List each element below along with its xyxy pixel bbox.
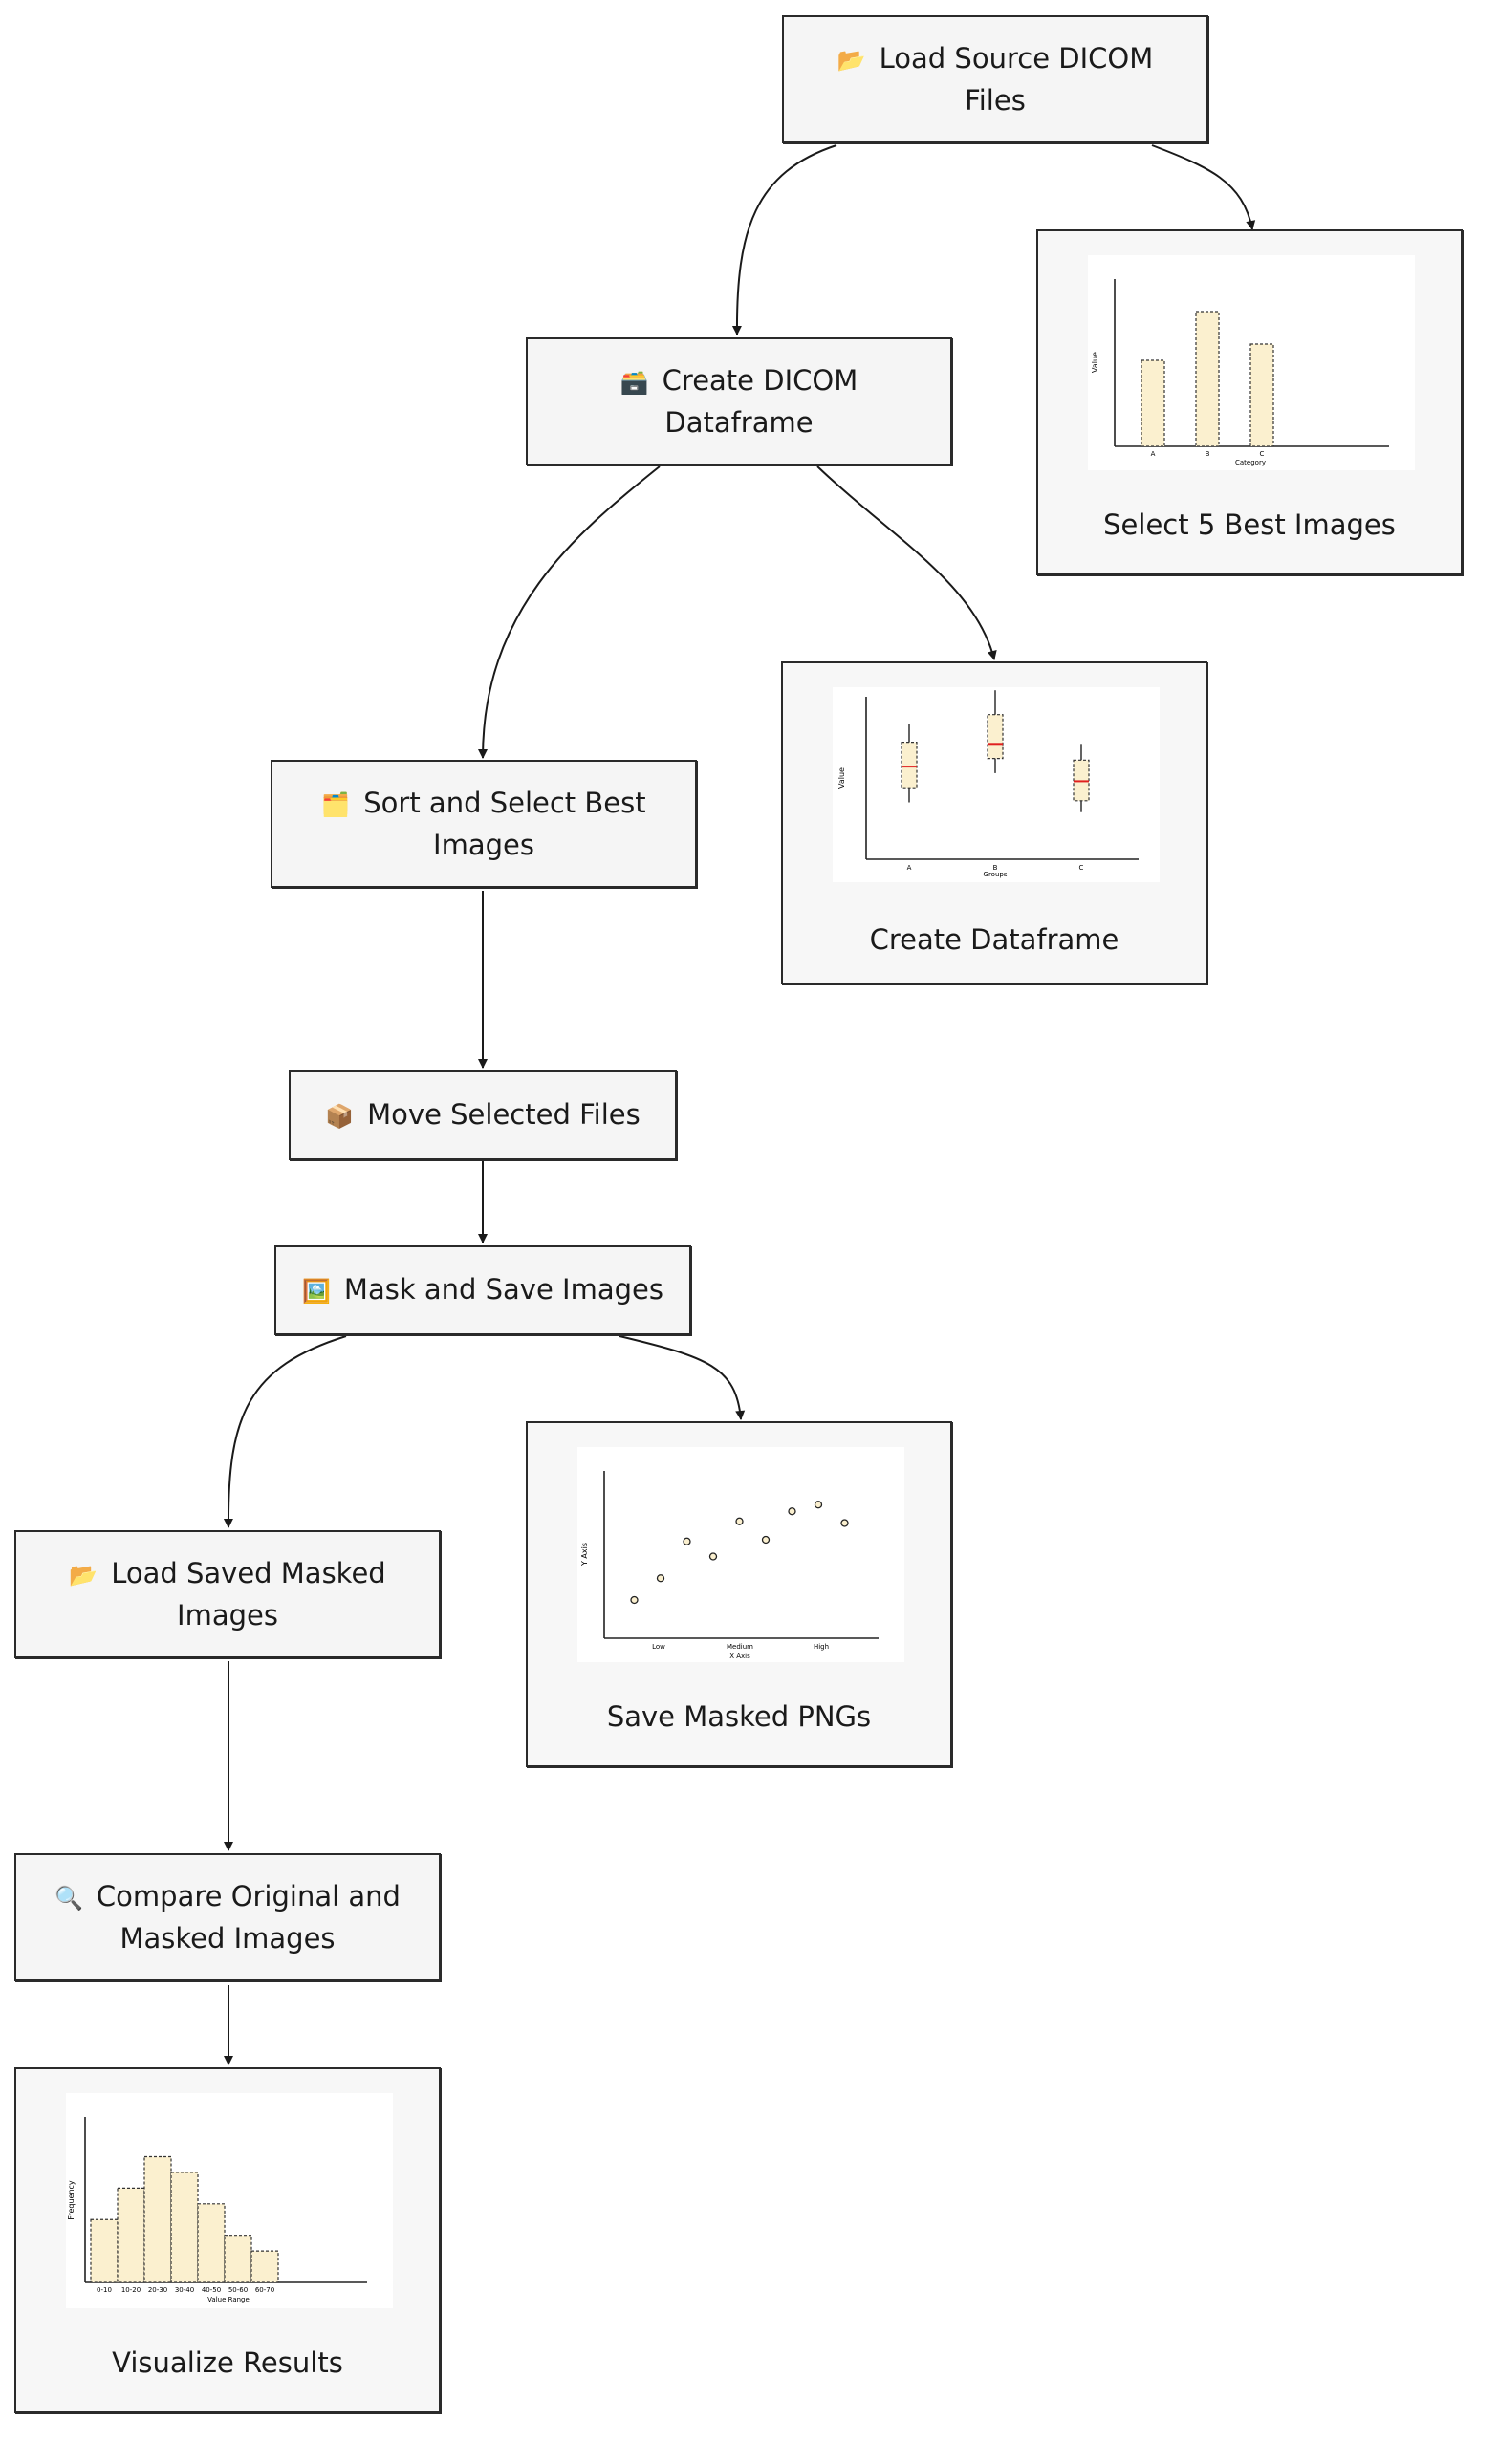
x-axis-label: X Axis bbox=[729, 1653, 750, 1660]
y-axis-label: Value bbox=[837, 767, 846, 789]
framed-picture-icon: 🖼️ bbox=[302, 1278, 331, 1305]
card-index-dividers-icon: 🗂️ bbox=[321, 791, 351, 818]
node-label-line1: Compare Original and bbox=[96, 1880, 401, 1913]
scatter-point bbox=[708, 1552, 718, 1561]
x-tick-label: A bbox=[907, 864, 912, 872]
magnifier-icon: 🔍 bbox=[54, 1885, 83, 1912]
edge-mask-to-loadmasked bbox=[223, 1335, 347, 1528]
box-plot: A B C Groups Value bbox=[837, 690, 1139, 878]
node-label-line1: Sort and Select Best bbox=[363, 787, 646, 819]
scatter-point bbox=[656, 1574, 665, 1583]
card-caption: Visualize Results bbox=[112, 2346, 343, 2379]
histogram-bar bbox=[224, 2235, 252, 2283]
node-label-line2: Masked Images bbox=[119, 1922, 336, 1955]
node-label-line1: Load Source DICOM bbox=[879, 42, 1154, 75]
folder-icon: 📂 bbox=[836, 47, 866, 74]
x-tick-label: 0-10 bbox=[97, 2286, 112, 2294]
card-caption: Create Dataframe bbox=[869, 923, 1119, 956]
node-label-line1: Create DICOM bbox=[662, 364, 858, 397]
box bbox=[987, 714, 1004, 760]
y-axis-label: Value bbox=[1091, 352, 1099, 373]
histogram-bar bbox=[197, 2203, 226, 2283]
x-tick-label: C bbox=[1260, 450, 1265, 458]
x-tick-label: 10-20 bbox=[121, 2286, 141, 2294]
histogram-bar bbox=[170, 2172, 199, 2283]
scatter-point bbox=[630, 1595, 639, 1605]
node-label-line2: Images bbox=[433, 829, 534, 861]
box bbox=[901, 741, 918, 789]
node-move-selected-files: 📦 Move Selected Files bbox=[289, 1070, 677, 1160]
histogram-bar bbox=[117, 2187, 145, 2283]
x-tick-label: Medium bbox=[727, 1643, 753, 1651]
histogram-chart: 0-10 10-20 20-30 30-40 40-50 50-60 60-70Value … bbox=[67, 2117, 367, 2303]
x-tick-label: 60-70 bbox=[255, 2286, 274, 2294]
scatter-point bbox=[761, 1535, 771, 1545]
package-icon: 📦 bbox=[325, 1103, 355, 1130]
chart-panel: A B C Groups Value bbox=[833, 687, 1160, 882]
folder-icon: 📂 bbox=[69, 1562, 98, 1589]
node-load-source-dicom: 📂 Load Source DICOM Files bbox=[782, 15, 1208, 143]
bar bbox=[1249, 343, 1274, 447]
node-label-line1: Move Selected Files bbox=[367, 1098, 641, 1131]
node-create-dicom-dataframe: 🗃️ Create DICOM Dataframe bbox=[526, 337, 952, 465]
card-caption: Select 5 Best Images bbox=[1103, 508, 1396, 541]
x-axis-label: Category bbox=[1235, 459, 1266, 466]
card-create-dataframe: A B C Groups Value Create Dataframe bbox=[781, 661, 1207, 984]
histogram-bar bbox=[250, 2250, 279, 2283]
x-tick-label: B bbox=[993, 864, 998, 872]
x-tick-label: 30-40 bbox=[175, 2286, 194, 2294]
y-axis-label: Y Axis bbox=[580, 1543, 589, 1567]
card-file-box-icon: 🗃️ bbox=[619, 369, 649, 396]
x-tick-label: A bbox=[1151, 450, 1156, 458]
node-label-line1: Load Saved Masked bbox=[111, 1557, 386, 1589]
edge-createdf-to-card bbox=[816, 465, 997, 660]
node-label-line2: Dataframe bbox=[664, 406, 814, 439]
histogram-bar bbox=[90, 2218, 119, 2283]
x-tick-label: C bbox=[1079, 864, 1084, 872]
edge-createdf-to-sort bbox=[478, 465, 661, 759]
x-tick-label: 50-60 bbox=[228, 2286, 248, 2294]
histogram-bar bbox=[143, 2155, 172, 2283]
chart-panel: Low Medium High X Axis Y Axis bbox=[577, 1447, 904, 1662]
x-tick-label: 40-50 bbox=[202, 2286, 221, 2294]
x-axis-label: Value Range bbox=[207, 2296, 250, 2303]
scatter-chart: Low Medium High X Axis Y Axis bbox=[580, 1471, 879, 1660]
x-tick-label: B bbox=[1206, 450, 1210, 458]
bar bbox=[1141, 359, 1165, 447]
node-label-line2: Images bbox=[177, 1599, 278, 1632]
x-tick-label: Low bbox=[652, 1643, 665, 1651]
scatter-point bbox=[683, 1537, 691, 1545]
card-caption: Save Masked PNGs bbox=[606, 1700, 872, 1733]
card-save-masked-pngs: Low Medium High X Axis Y Axis Save Masked PN… bbox=[526, 1421, 952, 1767]
x-tick-label: 20-30 bbox=[148, 2286, 167, 2294]
scatter-point bbox=[840, 1519, 849, 1527]
node-label-line2: Files bbox=[965, 84, 1026, 117]
x-tick-label: High bbox=[814, 1643, 829, 1651]
scatter-point bbox=[735, 1517, 744, 1525]
edge-mask-to-pngs bbox=[619, 1335, 746, 1420]
node-label-line1: Mask and Save Images bbox=[343, 1273, 663, 1306]
node-mask-save-images: 🖼️ Mask and Save Images bbox=[274, 1245, 691, 1335]
bar bbox=[1195, 311, 1220, 447]
edge-load-to-select5 bbox=[1151, 144, 1256, 230]
edge-load-to-createdf bbox=[731, 144, 837, 335]
y-axis-label: Frequency bbox=[67, 2180, 76, 2220]
scatter-point bbox=[814, 1501, 823, 1509]
scatter-point bbox=[788, 1507, 796, 1516]
x-axis-label: Groups bbox=[984, 871, 1008, 878]
